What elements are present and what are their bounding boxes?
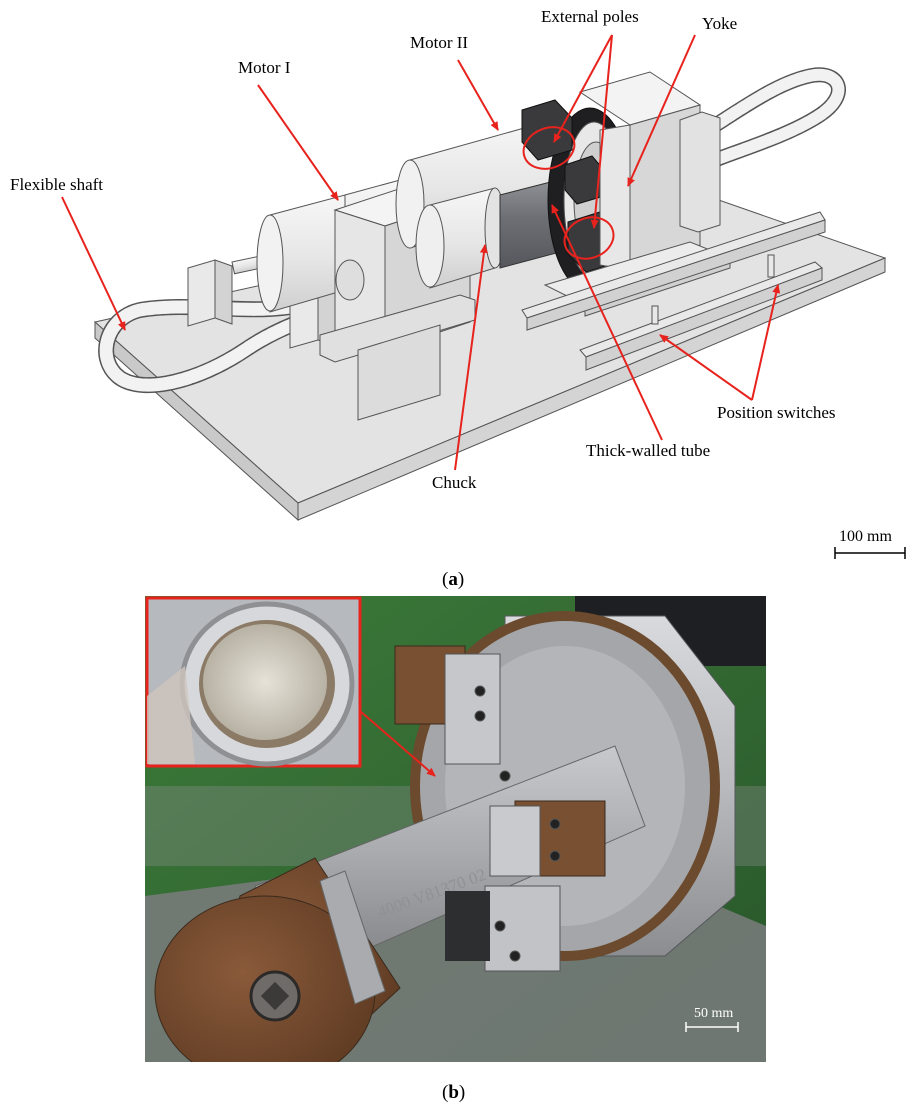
caption-b: (b) [442, 1082, 466, 1103]
label-thick-walled-tube: Thick-walled tube [586, 441, 710, 460]
photo-chuck [154, 857, 401, 1062]
caption-a: (a) [442, 569, 465, 590]
leader-arrows [61, 34, 781, 471]
label-yoke: Yoke [702, 14, 737, 33]
callout-circles [522, 126, 615, 260]
cad-drawing: External poles Motor II Yoke Motor I Fle… [10, 7, 906, 559]
label-position-switches: Position switches [717, 403, 836, 422]
label-chuck: Chuck [432, 473, 477, 492]
scale-bar-b: 50 mm [685, 1006, 739, 1032]
photo-bolts [474, 685, 561, 962]
photo-inset [145, 596, 362, 768]
label-motor-2: Motor II [410, 33, 468, 52]
inset-pointer-arrow [359, 710, 436, 777]
label-external-poles: External poles [541, 7, 639, 26]
guide-rails [521, 211, 826, 371]
scale-bar-a: 100 mm [834, 528, 906, 559]
scale-bar-b-label: 50 mm [694, 1006, 733, 1021]
label-flexible-shaft: Flexible shaft [10, 175, 103, 194]
position-switches [651, 254, 775, 325]
component-labels: External poles Motor II Yoke Motor I Fle… [10, 7, 836, 492]
scale-bar-a-label: 100 mm [839, 528, 892, 545]
photo: 4000 V81370 02 50 mm [145, 596, 766, 1062]
label-motor-1: Motor I [238, 58, 291, 77]
caption-b-letter: b [448, 1082, 459, 1103]
caption-a-letter: a [448, 569, 458, 590]
photo-poles [394, 645, 606, 972]
